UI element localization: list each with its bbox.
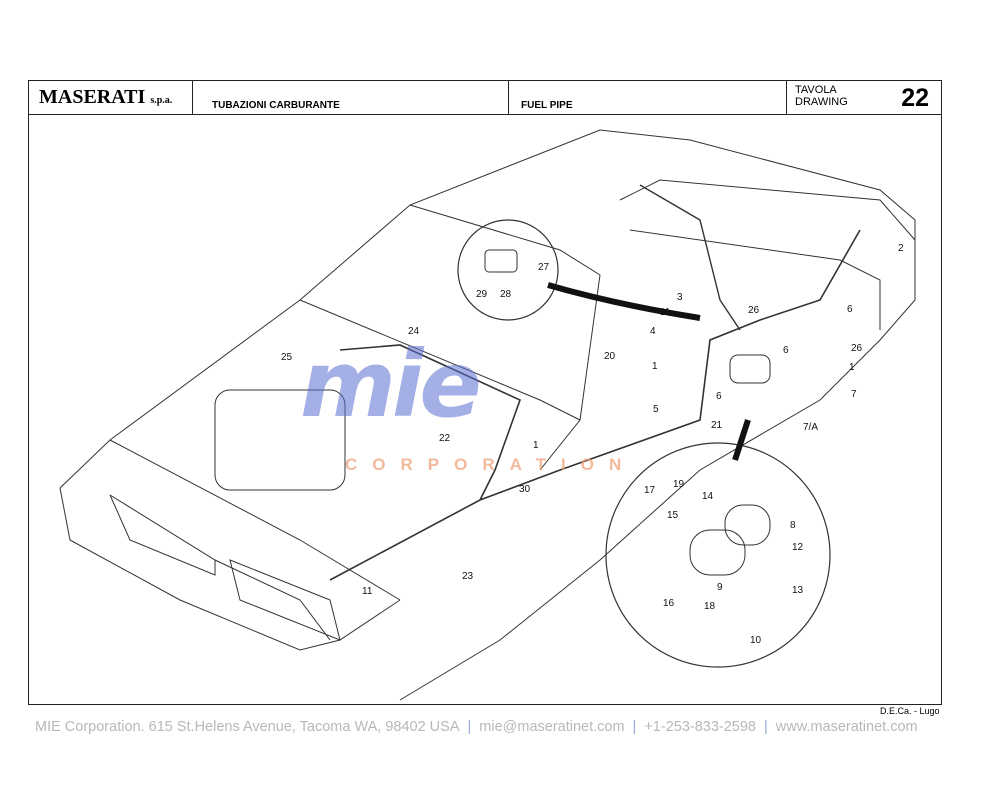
fuel-pump-part-2 (724, 504, 771, 546)
car-body-outline (59, 129, 916, 701)
fuel-tank-outline (629, 229, 881, 330)
callout-label: 28 (500, 289, 512, 300)
trunk-outline (619, 179, 916, 241)
callout-label: 12 (792, 542, 804, 553)
separator: | (467, 719, 472, 735)
fuel-filter-part (484, 249, 518, 273)
callout-label: 17 (644, 485, 656, 496)
callout-label: 25 (281, 352, 293, 363)
detail-bubble-filter (457, 219, 559, 321)
title-english: FUEL PIPE (521, 100, 573, 111)
fuel-pipe-return (339, 344, 522, 501)
callout-label: 22 (439, 433, 451, 444)
watermark-text: CORPORATION (345, 455, 637, 474)
drawing-sheet: MASERATI s.p.a. TUBAZIONI CARBURANTE FUE… (28, 80, 942, 705)
callout-label: 14 (702, 491, 714, 502)
callout-label: 16 (663, 598, 675, 609)
callout-label: 11 (660, 307, 671, 318)
windshield-pillar (409, 204, 601, 471)
callout-label: 20 (604, 351, 616, 362)
footer-address: MIE Corporation. 615 St.Helens Avenue, T… (35, 719, 460, 735)
callout-label: 23 (462, 571, 474, 582)
callout-label: 6 (716, 391, 722, 402)
callout-label: 26 (851, 343, 863, 354)
callout-label: 21 (711, 420, 723, 431)
brand-suffix: s.p.a. (150, 95, 173, 106)
callout-label: 1 (533, 440, 539, 451)
callout-label: 11 (362, 586, 373, 597)
callout-label: 4 (650, 326, 656, 337)
callout-label: 9 (717, 582, 723, 593)
drawing-number: 22 (901, 84, 929, 112)
tavola-label: TAVOLA (795, 84, 837, 96)
title-block: MASERATI s.p.a. TUBAZIONI CARBURANTE FUE… (29, 81, 941, 115)
footer-email[interactable]: mie@maseratinet.com (479, 719, 625, 735)
callout-label: 18 (704, 601, 716, 612)
drawing-credit: D.E.Ca. - Lugo (880, 706, 940, 716)
callout-label: 3 (677, 292, 683, 303)
callout-label: 30 (519, 484, 531, 495)
callout-label: 10 (750, 635, 762, 646)
callout-label: 19 (673, 479, 685, 490)
fuel-pipe-main (329, 229, 861, 581)
callout-label: 2 (898, 243, 904, 254)
pump-assembly (729, 354, 771, 384)
callout-label: 15 (667, 510, 679, 521)
drawing-label: DRAWING (795, 96, 848, 108)
callout-label: 1 (849, 362, 855, 373)
title-english-cell: FUEL PIPE (509, 81, 787, 114)
car-front-outline (59, 487, 401, 651)
callout-label: 27 (538, 262, 550, 273)
callout-label: 29 (476, 289, 488, 300)
callout-label: 6 (847, 304, 853, 315)
separator: | (632, 719, 637, 735)
separator: | (764, 719, 768, 735)
callout-label: 6 (783, 345, 789, 356)
detail-bubble-pump (605, 442, 831, 668)
callout-label: 26 (748, 305, 760, 316)
fuel-pump-part (689, 529, 746, 576)
headlight (229, 559, 341, 641)
hood-front-edge (109, 439, 401, 601)
callout-label: 7/A (803, 422, 819, 433)
callout-label: 1 (652, 361, 658, 372)
title-italian-cell: TUBAZIONI CARBURANTE (193, 81, 509, 114)
brand-logo: MASERATI s.p.a. (29, 81, 193, 114)
bumper-line (109, 494, 331, 641)
footer-website[interactable]: www.maseratinet.com (775, 719, 918, 735)
callout-label: 5 (653, 404, 659, 415)
callout-label: 13 (792, 585, 804, 596)
callout-label: 7 (851, 389, 857, 400)
hood-edge (299, 299, 581, 421)
callout-label: 8 (790, 520, 796, 531)
footer: MIE Corporation. 615 St.Helens Avenue, T… (35, 719, 918, 736)
fuel-pipe-tank (639, 184, 741, 331)
title-italian: TUBAZIONI CARBURANTE (212, 100, 340, 111)
detail-leader-pump (732, 419, 751, 461)
detail-leader-filter (547, 282, 701, 321)
grille (109, 494, 216, 576)
footer-phone: +1-253-833-2598 (644, 719, 756, 735)
brand-name: MASERATI (39, 86, 146, 108)
engine-block (214, 389, 346, 491)
watermark-logo: mie (300, 331, 482, 438)
callout-label: 24 (408, 326, 420, 337)
